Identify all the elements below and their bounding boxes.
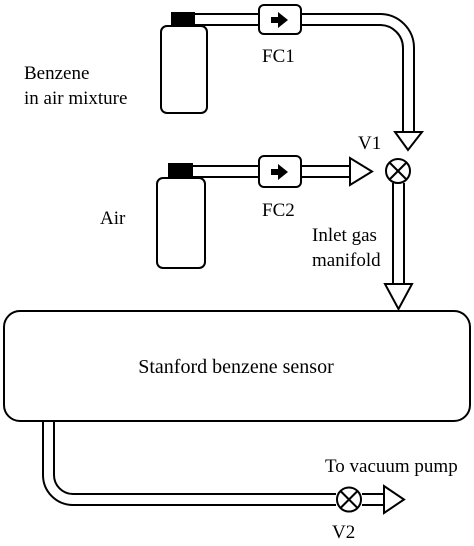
benzene-cylinder bbox=[160, 12, 208, 114]
flow-arrow-icon bbox=[349, 156, 374, 187]
v2-label: V2 bbox=[332, 522, 355, 543]
v2-valve[interactable] bbox=[336, 486, 362, 513]
vacuum-label: To vacuum pump bbox=[325, 456, 458, 477]
right-arrow-icon bbox=[271, 164, 288, 180]
fc2-flow-controller[interactable] bbox=[258, 155, 302, 188]
manifold-label-line2: manifold bbox=[312, 250, 381, 271]
fc1-label: FC1 bbox=[262, 46, 295, 67]
v1-label: V1 bbox=[358, 133, 381, 154]
fc1-flow-controller[interactable] bbox=[258, 4, 302, 35]
v1-valve[interactable] bbox=[385, 158, 411, 184]
air-cylinder bbox=[156, 163, 206, 269]
benzene-pipe bbox=[195, 13, 425, 152]
benzene-sensor bbox=[3, 310, 471, 422]
flow-arrow-icon bbox=[383, 484, 406, 515]
inlet-manifold-pipe bbox=[383, 183, 414, 312]
air-pipe bbox=[193, 156, 374, 187]
benzene-label-line2: in air mixture bbox=[24, 88, 127, 109]
manifold-label-line1: Inlet gas bbox=[312, 225, 377, 246]
outlet-pipe bbox=[42, 421, 406, 515]
fc2-label: FC2 bbox=[262, 200, 295, 221]
right-arrow-icon bbox=[271, 12, 288, 28]
flow-arrow-icon bbox=[383, 283, 414, 312]
air-label: Air bbox=[100, 208, 126, 229]
sensor-label: Stanford benzene sensor bbox=[138, 356, 334, 378]
flow-arrow-icon bbox=[393, 131, 425, 152]
benzene-label-line1: Benzene bbox=[24, 63, 89, 84]
